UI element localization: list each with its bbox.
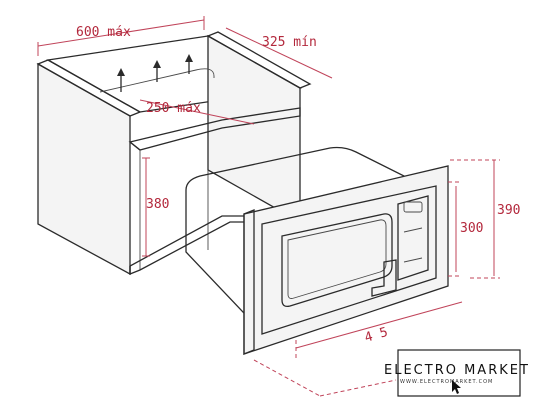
electro-market-logo: ELECTRO MARKET WWW.ELECTROMARKET.COM: [384, 349, 530, 397]
cursor-icon: [452, 380, 461, 394]
dim-niche-height-label: 380: [146, 197, 169, 212]
display-icon: [403, 201, 423, 213]
dim-width-top-line: [37, 19, 205, 47]
dim-depth-top-label: 325 mín: [262, 35, 317, 50]
logo-frame: [397, 349, 521, 397]
shelf-edge: [129, 141, 141, 151]
dim-depth-top-line: [225, 27, 333, 79]
microwave-door: [261, 185, 437, 335]
cabinet-left-panel: [37, 62, 131, 276]
logo-title: ELECTRO MARKET: [384, 363, 530, 378]
dim-inner-width-label: 250 máx: [146, 101, 201, 116]
microwave-frame-side: [243, 209, 255, 355]
logo-subtitle: WWW.ELECTROMARKET.COM: [400, 379, 493, 385]
panel-line: [403, 227, 423, 233]
cabinet-right-panel-edge: [206, 31, 312, 89]
up-arrow-icon: [117, 68, 125, 92]
up-arrow-icon: [153, 60, 161, 82]
dim-inner-width-line: [139, 99, 255, 125]
dim-door-height-label: 300: [460, 221, 483, 236]
cabinet-right-panel: [207, 34, 301, 224]
door-handle-icon: [371, 259, 397, 297]
up-arrow-icon: [185, 54, 193, 74]
dimension-lines: [37, 16, 500, 397]
microwave: [185, 146, 449, 355]
dim-front-width-label: 4 5: [363, 325, 390, 346]
dim-bottom-depth-line: [253, 359, 321, 397]
dim-total-height-label: 390: [497, 203, 520, 218]
microwave-window: [281, 213, 393, 308]
dim-width-top-label: 600 máx: [76, 25, 131, 40]
ventilation-arrows: [117, 54, 193, 92]
panel-line: [403, 257, 423, 263]
control-panel: [397, 195, 429, 281]
cabinet-top-opening: [99, 68, 215, 93]
dim-front-width-line: [295, 301, 463, 349]
